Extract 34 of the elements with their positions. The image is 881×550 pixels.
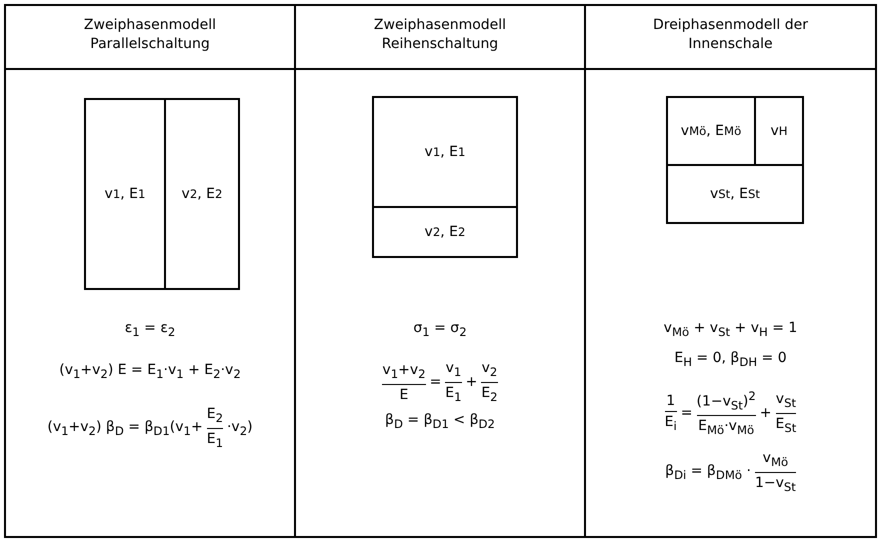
formula-numerator: E$_{2}$: [206, 405, 223, 427]
formula: ε$_{1}$ = ε$_{2}$: [124, 320, 176, 339]
formula-numerator: v$_{1}$+v$_{2}$: [382, 360, 426, 383]
formula: σ$_{1}$ = σ$_{2}$: [413, 320, 467, 339]
formula: =: [680, 405, 692, 422]
table-column: [294, 4, 586, 538]
formula-denominator: E$_{Mö}$·v$_{Mö}$: [696, 415, 756, 440]
formula-numerator: v$_{2}$: [481, 359, 498, 381]
table-column: [584, 4, 877, 538]
formula: E$_{H}$ = 0, β$_{DH}$ = 0: [674, 350, 787, 369]
formula-denominator: E$_{i}$: [664, 410, 677, 436]
formula-denominator: E$_{1}$: [206, 428, 223, 453]
formula-numerator: 1: [665, 392, 676, 411]
formula: (v$_{1}$+v$_{2}$) E = E$_{1}$·v$_{1}$ + E$_{2}$·v$_{2}$: [59, 362, 241, 381]
formula-numerator: v$_{St}$: [776, 390, 796, 412]
column-heading: Zweiphasenmodell Parallelschaltung: [82, 16, 218, 54]
formula-denominator: 1−v$_{St}$: [754, 472, 796, 497]
formula-numerator: (1−v$_{St}$)$^{2}$: [696, 388, 756, 414]
formula: β$_{Di}$ = β$_{DMö}$ ·: [665, 462, 751, 482]
formula: +: [760, 405, 772, 422]
formula-numerator: v$_{1}$: [445, 359, 462, 381]
formula-denominator: E$_{2}$: [481, 382, 498, 407]
formula: ·v$_{2}$): [226, 418, 253, 438]
formula-numerator: v$_{Mö}$: [762, 449, 790, 471]
formula: v$_{Mö}$ + v$_{St}$ + v$_{H}$ = 1: [664, 320, 798, 339]
column-heading: Dreiphasenmodell der Innenschale: [652, 16, 810, 54]
formula-denominator: E$_{St}$: [776, 412, 796, 438]
formula-denominator: E$_{1}$: [445, 382, 462, 407]
formula: (v$_{1}$+v$_{2}$) β$_{D}$ = β$_{D}$$_{1}$(v$_{1}$+: [47, 418, 203, 438]
formula: =: [430, 374, 442, 390]
formula: +: [466, 374, 478, 390]
table-column: [4, 4, 296, 538]
column-heading: Zweiphasenmodell Reihenschaltung: [372, 16, 508, 54]
formula-denominator: E: [382, 384, 426, 405]
